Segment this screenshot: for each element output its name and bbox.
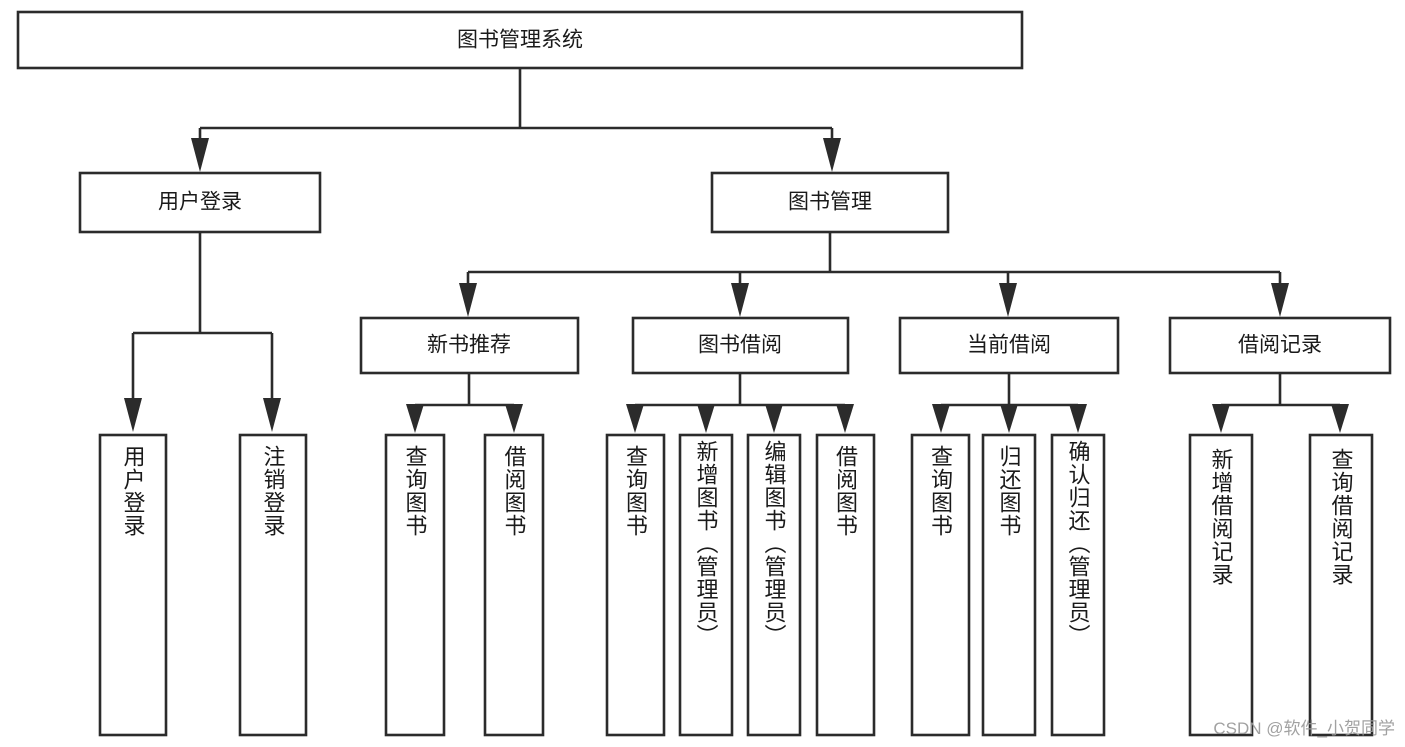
new-book-recommend-box[interactable]: [359, 316, 580, 375]
arrow-leaf-add-record: [1212, 404, 1230, 433]
borrow-record-box[interactable]: [1168, 316, 1392, 375]
arrow-leaf-query-record: [1331, 404, 1349, 433]
arrow-leaf-return-book: [1000, 404, 1018, 433]
arrow-to-borrow-record: [1271, 283, 1289, 317]
root-label: 图书管理系统: [457, 29, 583, 52]
current-borrow-label: 当前借阅: [967, 334, 1051, 357]
leaf-box-borrow-book-2[interactable]: [815, 433, 876, 737]
leaf-box-borrow-book-1[interactable]: [483, 433, 545, 737]
arrow-to-new-book-recommend: [459, 283, 477, 317]
arrow-leaf-confirm-return: [1069, 404, 1087, 433]
arrow-to-current-borrow: [999, 283, 1017, 317]
current-borrow-box[interactable]: [898, 316, 1120, 375]
book-borrow-label: 图书借阅: [698, 334, 782, 357]
node-user-login[interactable]: 用户登录: [78, 171, 322, 234]
leaf-box-query-book-1[interactable]: [384, 433, 446, 737]
arrow-to-user-login: [191, 138, 209, 172]
leaf-box-query-book-2[interactable]: [605, 433, 666, 737]
arrow-to-book-management: [823, 138, 841, 172]
new-book-recommend-label: 新书推荐: [427, 334, 511, 357]
node-new-book-recommend[interactable]: 新书推荐: [359, 316, 580, 375]
arrow-leaf-query-book-3: [932, 404, 950, 433]
leaf-box-add-record[interactable]: [1188, 433, 1254, 737]
leaf-box-return-book[interactable]: [981, 433, 1037, 737]
leaf-box-logout[interactable]: [238, 433, 308, 737]
leaf-box-user-login[interactable]: [98, 433, 168, 737]
borrow-record-label: 借阅记录: [1238, 334, 1322, 357]
node-book-borrow[interactable]: 图书借阅: [631, 316, 850, 375]
leaf-box-edit-book[interactable]: [746, 433, 802, 737]
node-borrow-record[interactable]: 借阅记录: [1168, 316, 1392, 375]
leaf-box-query-record[interactable]: [1308, 433, 1374, 737]
node-root-system[interactable]: 图书管理系统: [16, 10, 1024, 70]
arrow-leaf-edit-book: [765, 404, 783, 433]
book-borrow-box[interactable]: [631, 316, 850, 375]
leaf-box-query-book-3[interactable]: [910, 433, 971, 737]
arrow-leaf-user-login: [124, 398, 142, 432]
book-management-box[interactable]: [710, 171, 950, 234]
arrow-to-book-borrow: [731, 283, 749, 317]
watermark-text: CSDN @软件_小贺同学: [1213, 719, 1395, 738]
leaf-box-add-book[interactable]: [678, 433, 734, 737]
arrow-leaf-add-book: [697, 404, 715, 433]
book-management-label: 图书管理: [788, 191, 872, 214]
leaf-box-confirm-return[interactable]: [1050, 433, 1106, 737]
arrow-leaf-logout: [263, 398, 281, 432]
arrow-leaf-borrow-book-2: [836, 404, 854, 433]
node-current-borrow[interactable]: 当前借阅: [898, 316, 1120, 375]
user-login-label: 用户登录: [158, 191, 242, 214]
arrow-leaf-query-book-2: [626, 404, 644, 433]
node-book-management[interactable]: 图书管理: [710, 171, 950, 234]
arrow-leaf-borrow-book-1: [505, 404, 523, 433]
root-box[interactable]: [16, 10, 1024, 70]
arrow-leaf-query-book-1: [406, 404, 424, 433]
